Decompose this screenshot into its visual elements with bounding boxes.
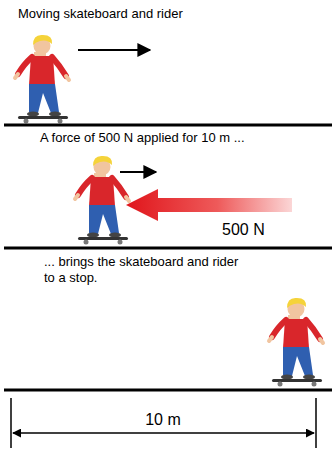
skateboard-rider <box>75 156 129 245</box>
velocity-arrow <box>78 49 150 51</box>
panel-caption: Moving skateboard and rider <box>18 6 183 22</box>
panel-caption: ... brings the skateboard and rider to a… <box>44 254 248 285</box>
dimension-tick <box>315 398 317 448</box>
skateboard-rider <box>269 298 323 387</box>
dimension-tick <box>10 398 12 448</box>
velocity-arrow <box>120 171 156 173</box>
skateboard-rider <box>15 35 69 124</box>
force-arrow <box>126 189 292 221</box>
force-label: 500 N <box>222 220 265 239</box>
dimension-label: 10 m <box>145 410 181 429</box>
ground-line <box>4 124 332 127</box>
ground-line <box>4 247 332 250</box>
panel-caption: A force of 500 N applied for 10 m ... <box>40 130 245 146</box>
dimension-line <box>13 432 314 434</box>
ground-line <box>4 389 332 392</box>
